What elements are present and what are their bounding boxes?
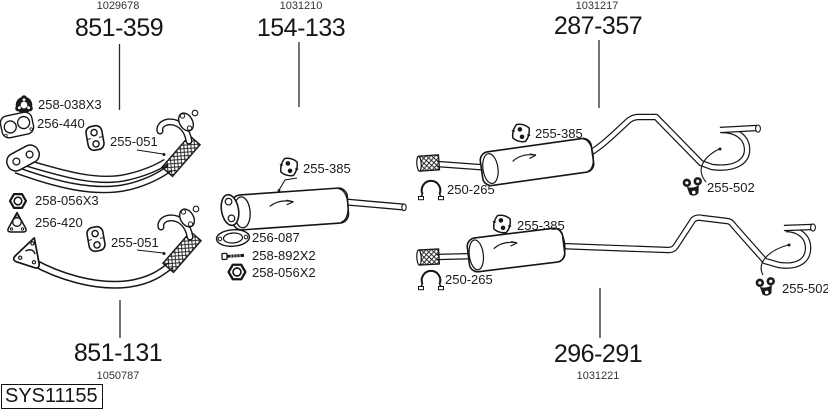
leader-line-255-502-bottom (760, 244, 789, 276)
leader-line-255-051-bottom (136, 249, 164, 254)
label-258-056X2: 258-056X2 (252, 265, 316, 280)
label-256-420: 256-420 (35, 215, 83, 230)
label-255-051-top: 255-051 (110, 134, 158, 149)
rubber-mount-icon (508, 121, 534, 145)
label-256-440: 256-440 (37, 116, 85, 131)
system-code: SYS11155 (5, 385, 98, 407)
leader-line-255-502-top (700, 148, 720, 183)
catalog-number-1050787: 1050787 (96, 370, 140, 382)
center-muffler-assembly (220, 177, 407, 231)
label-255-385-center: 255-385 (303, 161, 351, 176)
rubber-mount-icon (489, 212, 515, 236)
label-255-051-bottom: 255-051 (111, 235, 159, 250)
assembly-number-851-131: 851-131 (73, 339, 163, 367)
assembly-number-287-357: 287-357 (553, 12, 643, 40)
clamp-icon (417, 269, 445, 291)
catalog-number-1031210: 1031210 (279, 0, 323, 12)
triangular-gasket-icon (7, 211, 27, 233)
clamp-icon (417, 179, 445, 201)
label-255-502-rear-bottom: 255-502 (782, 281, 828, 296)
label-255-385-rear-top: 255-385 (535, 126, 583, 141)
front-pipe-assembly-top (6, 110, 200, 194)
label-256-087: 256-087 (252, 230, 300, 245)
hex-nut-icon (227, 263, 247, 281)
rubber-hanger-icon (85, 224, 107, 254)
leader-line-255-385-center (278, 177, 298, 191)
flange-ring-icon (15, 95, 33, 114)
rubber-hanger-icon (84, 123, 106, 153)
label-258-038X3: 258-038X3 (38, 97, 102, 112)
catalog-number-1031221: 1031221 (576, 370, 620, 382)
catalog-number-1029678: 1029678 (96, 0, 140, 12)
hex-nut-icon (8, 193, 28, 209)
rear-muffler-assembly-top (416, 113, 761, 187)
leader-line-255-051-top (136, 149, 164, 155)
front-pipe-assembly-bottom (12, 206, 201, 289)
bolt-icon (221, 252, 245, 261)
label-250-265-rear-top: 250-265 (447, 182, 495, 197)
assembly-number-296-291: 296-291 (553, 340, 643, 368)
label-258-892X2: 258-892X2 (252, 248, 316, 263)
assembly-number-154-133: 154-133 (256, 14, 346, 42)
system-code-box: SYS11155 (1, 384, 103, 409)
label-258-056X3: 258-056X3 (35, 193, 99, 208)
label-255-385-rear-bottom: 255-385 (517, 218, 565, 233)
assembly-number-851-359: 851-359 (74, 14, 164, 42)
label-250-265-rear-bottom: 250-265 (445, 272, 493, 287)
twin-port-gasket-icon (0, 111, 35, 139)
hanger-bracket-icon (682, 176, 704, 198)
oval-gasket-icon (215, 229, 251, 247)
label-255-502-rear-top: 255-502 (707, 180, 755, 195)
rubber-mount-icon (276, 155, 302, 179)
catalog-number-1031217: 1031217 (575, 0, 619, 12)
rear-muffler-assembly-bottom (416, 214, 816, 276)
hanger-bracket-icon (755, 276, 777, 298)
